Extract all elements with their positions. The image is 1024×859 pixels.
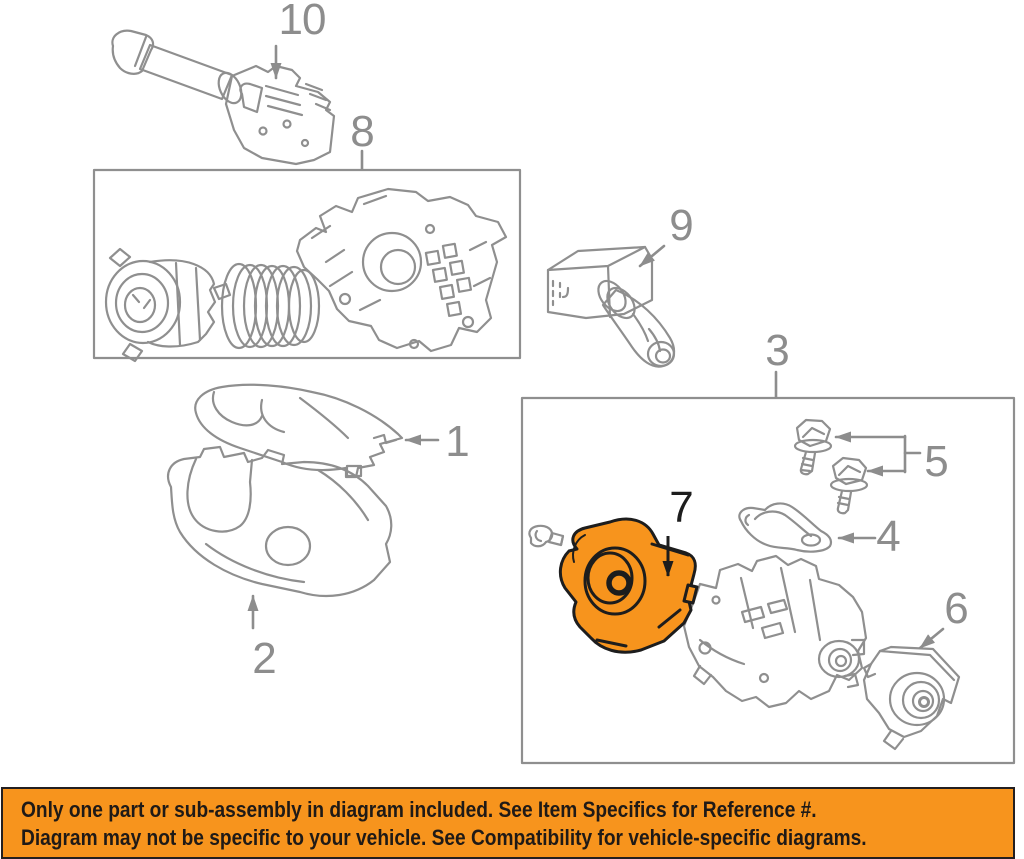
part-8-cancel-cam-drawing (104, 247, 232, 363)
callout-6: 6 (944, 584, 969, 633)
disclaimer-line-1: Only one part or sub-assembly in diagram… (21, 797, 817, 822)
part-7-highlighted-drawing (558, 517, 699, 654)
part-8-coil-spring-drawing (220, 262, 321, 350)
disclaimer-banner: Only one part or sub-assembly in diagram… (1, 787, 1015, 859)
part-1-upper-cover-drawing (194, 383, 404, 479)
part-9-wiper-lever-drawing (546, 245, 676, 368)
callout-9-arrow (638, 244, 666, 268)
callout-8: 8 (350, 107, 375, 156)
diagram-line-art (92, 29, 1016, 765)
callout-1: 1 (445, 417, 470, 466)
group-box-8 (92, 168, 522, 360)
callout-2: 2 (252, 634, 277, 683)
ignition-lock-housing-drawing (682, 554, 868, 709)
callout-9: 9 (669, 201, 694, 250)
callout-6-arrow (918, 627, 945, 650)
group-box-3 (520, 396, 1016, 765)
callout-7: 7 (669, 483, 694, 532)
callout-4: 4 (876, 512, 901, 561)
part-8-housing-drawing (295, 187, 508, 353)
part-2-lower-cover-drawing (167, 445, 393, 598)
callout-arrows (247, 44, 945, 650)
part-5-bolts-drawing (793, 418, 869, 515)
retainer-clip-drawing (528, 524, 565, 548)
part-4-bracket-drawing (738, 502, 833, 553)
part-10-turn-signal-lever-drawing (111, 29, 336, 166)
part-6-ignition-switch-drawing (862, 645, 961, 751)
disclaimer-line-2: Diagram may not be specific to your vehi… (21, 825, 867, 850)
callout-3: 3 (765, 326, 790, 375)
callout-5: 5 (924, 437, 949, 486)
callout-10: 10 (278, 0, 327, 44)
